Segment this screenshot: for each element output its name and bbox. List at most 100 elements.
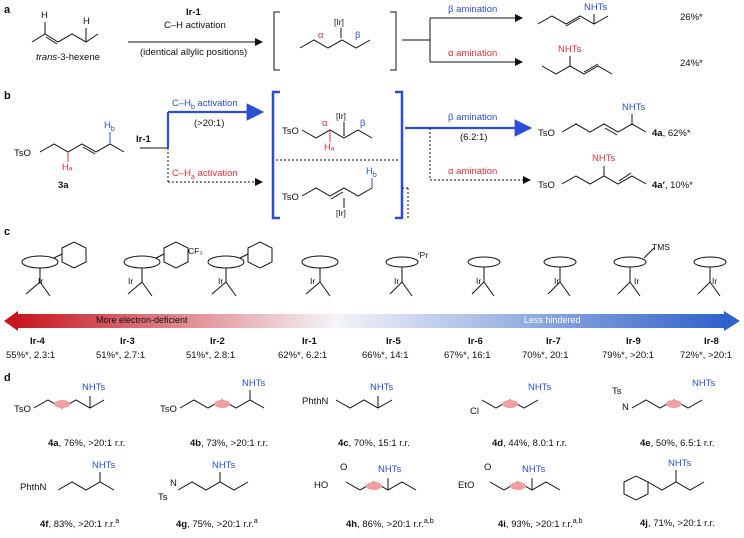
alpha-amination-b: α amination [448,166,498,177]
entry-yield: , 76%, >20:1 r.r. [58,438,126,449]
hb-label-3a: Hb [104,120,115,133]
nhts-4b-d: NHTs [242,378,266,389]
entry-id: 4b [190,438,202,449]
catalyst-name-ir-6: Ir-6 [468,336,483,347]
ir-atom-ir-6: Ir [476,276,482,286]
note-label-a: (identical allylic positions) [140,47,248,58]
entry-yield: , 70%, 15:1 r.r. [348,438,410,449]
entry-yield: , 86%, >20:1 r.r. [357,519,424,531]
ha-activation-label: C–Ha activation [172,168,238,181]
yield-4a2: 4a′, 10%* [652,180,693,191]
hb-ratio: (>20:1) [194,118,225,129]
entry-4j: 4j, 71%, >20:1 r.r. [640,518,715,529]
ipr-label: ⁱPr [418,250,429,260]
nhts-4a: NHTs [622,102,646,113]
frag-n-4e: N [622,402,629,413]
entry-id: 4e [640,438,651,449]
beta-label-b: β [360,118,366,129]
cf3-label: CF₃ [188,246,203,256]
entry-footnote: a,b [423,518,434,525]
beta-yield-a: 26%* [680,12,703,23]
frag-cl-4d: Cl [470,406,479,417]
entry-footnote: a [115,518,120,525]
nhts-4j-d: NHTs [668,458,692,469]
ir-atom-ir-7: Ir [554,276,560,286]
substrate-name: trans-3-hexene [36,52,100,63]
entry-yield: , 44%, 8.0:1 r.r. [503,438,567,449]
entry-4i: 4i, 93%, >20:1 r.r.a,b [498,518,582,530]
entry-4b: 4b, 73%, >20:1 r.r. [190,438,268,449]
beta-ratio-b: (6.2:1) [460,132,488,143]
panel-a-art [31,11,613,75]
frag-ts-4g: Ts [158,492,168,503]
entry-id: 4h [346,519,358,531]
entry-id: 4c [338,438,349,449]
ir-label-a: [Ir] [334,17,344,27]
h-label-right: H [83,16,90,27]
panel-b-art [39,90,647,220]
frag-phthn-4f: PhthN [20,482,47,493]
tso-label-3a: TsO [14,148,31,159]
panel-b-letter: b [4,90,11,102]
panel-c-letter: c [4,226,11,238]
entry-yield: , 75%, >20:1 r.r. [187,519,254,531]
ir-atom-ir-2: Ir [218,276,224,286]
ha-activation-sub: a [191,173,195,181]
hb-label-int: Hb [366,166,377,179]
tso-label-int-lower: TsO [282,192,299,203]
ir-atom-ir-4: Ir [38,276,44,286]
frag-tso-4b: TsO [160,404,177,415]
yield-4a-val: , 62%* [662,128,691,139]
catalyst-stats-ir-5: 66%*, 14:1 [362,350,409,361]
catalyst-name-ir-7: Ir-7 [546,336,561,347]
entry-yield: , 73%, >20:1 r.r. [201,438,268,449]
beta-amination-a: β amination [448,4,498,15]
ir-atom-ir-5: Ir [394,276,400,286]
tso-label-4a: TsO [538,128,555,139]
entry-4h: 4h, 86%, >20:1 r.r.a,b [346,518,434,530]
alpha-label-b: α [322,118,328,129]
frag-tso-4a: TsO [14,404,31,415]
frag-ho-4h: HO [314,480,329,491]
frag-o-4i: O [484,462,492,473]
panel-d-letter: d [4,372,11,384]
panel-c-art [21,241,727,297]
ha-label-int: Hₐ [324,142,335,153]
entry-id: 4j [640,518,648,529]
catalyst-name-ir-4: Ir-4 [30,336,45,347]
panel-a-letter: a [4,4,11,16]
entry-id: 4g [176,519,188,531]
nhts-4i-d: NHTs [522,464,546,475]
tms-label: TMS [652,242,670,252]
hb-activation-label: C–Hb activation [172,98,238,111]
ir-label-b-lower: [Ir] [336,208,346,218]
entry-4g: 4g, 75%, >20:1 r.r.a [176,518,258,530]
nhts-4d-d: NHTs [528,382,552,393]
ha-activation-text: C–H [172,168,192,179]
nhts-4a2: NHTs [592,153,616,164]
catalyst-name-ir-9: Ir-9 [626,336,641,347]
beta-product-nhts-a: NHTs [584,2,608,13]
frag-n-4g: N [170,478,177,489]
frag-ts-4e: Ts [612,386,622,397]
catalyst-label-a: Ir-1 [186,7,201,18]
substrate-id-3a: 3a [58,180,69,191]
yield-4a2-val: , 10%* [664,180,693,191]
entry-id: 4i [498,519,506,531]
alpha-amination-a: α amination [448,48,498,59]
entry-yield: , 83%, >20:1 r.r. [48,519,116,531]
yield-4a2-id: 4a′ [652,180,665,191]
hb-activation-rest: activation [194,98,238,109]
catalyst-name-ir-1: Ir-1 [302,336,317,347]
panel-d-art [33,390,705,501]
alpha-product-nhts-a: NHTs [558,44,582,55]
entry-4c: 4c, 70%, 15:1 r.r. [338,438,410,449]
alpha-yield-a: 24%* [680,58,703,69]
catalyst-stats-ir-7: 70%*, 20:1 [522,350,569,361]
gradient-arrow [4,311,740,331]
entry-yield: , 93%, >20:1 r.r. [505,519,573,531]
entry-4a: 4a, 76%, >20:1 r.r. [48,438,125,449]
entry-yield: , 71%, >20:1 r.r. [647,518,715,529]
frag-phthn-4c: PhthN [302,396,329,407]
nhts-4c-d: NHTs [370,382,394,393]
